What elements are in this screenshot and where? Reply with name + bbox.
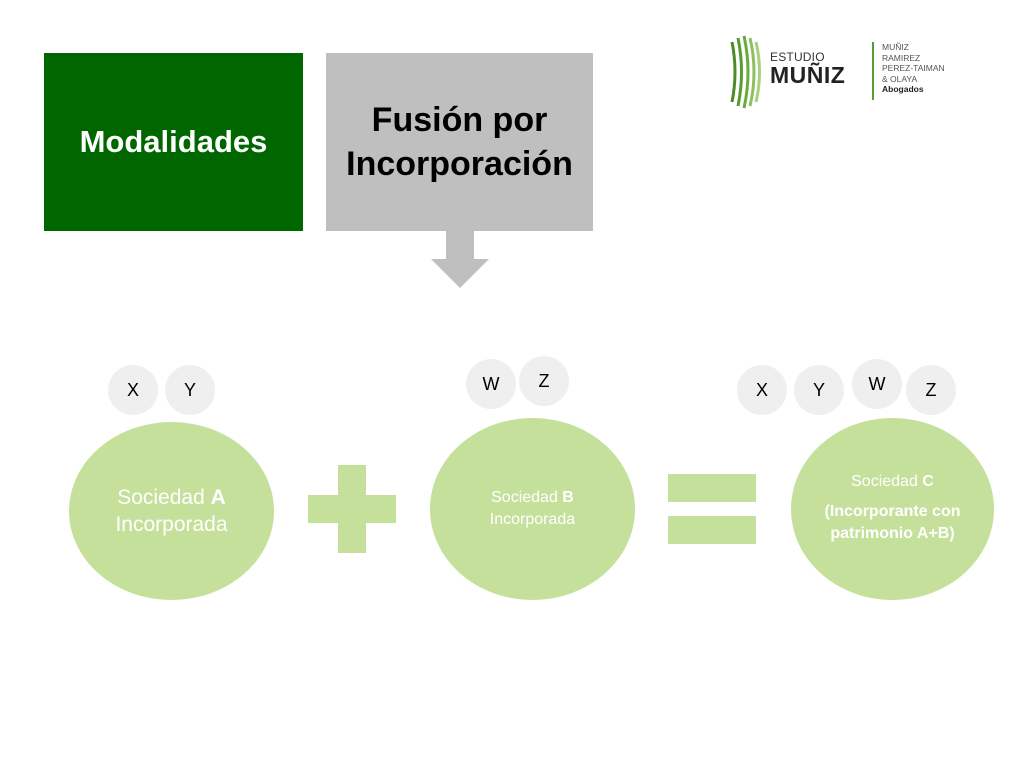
logo-firm-abogados: Abogados	[882, 84, 924, 95]
token-circle-c-x: X	[737, 365, 787, 415]
company-b-prefix: Sociedad	[491, 489, 563, 507]
company-c-letter: C	[922, 472, 934, 490]
fusion-title-box: Fusión por Incorporación	[326, 53, 593, 231]
company-c-detail: (Incorporante con patrimonio A+B)	[824, 502, 961, 542]
company-b-name: Sociedad B	[491, 487, 574, 509]
company-c-circle: Sociedad C (Incorporante con patrimonio …	[791, 418, 994, 600]
fusion-title-line1: Fusión por	[371, 100, 548, 139]
token-circle-b-z: Z	[519, 356, 569, 406]
logo-firm-line: RAMIREZ	[882, 52, 921, 63]
logo-bars-icon	[730, 35, 761, 109]
logo-estudio-text: ESTUDIO	[770, 50, 825, 64]
token-circle-a-y: Y	[165, 365, 215, 415]
modalidades-label: Modalidades	[79, 124, 268, 159]
company-a-prefix: Sociedad	[117, 485, 211, 509]
token-circle-a-x: X	[108, 365, 158, 415]
token-circle-c-z: Z	[906, 365, 956, 415]
company-a-name: Sociedad A	[117, 484, 226, 511]
token-circle-b-w: W	[466, 359, 516, 409]
company-a-circle: Sociedad A Incorporada	[69, 422, 274, 600]
logo-muniz-text: MUÑIZ	[770, 62, 846, 88]
down-arrow-icon	[431, 231, 489, 288]
token-circle-c-y: Y	[794, 365, 844, 415]
plus-icon	[308, 465, 396, 553]
modalidades-box: Modalidades	[44, 53, 303, 231]
logo-firm-names: MUÑIZ RAMIREZ PEREZ-TAIMAN & OLAYA Aboga…	[882, 42, 945, 95]
company-a-role: Incorporada	[115, 513, 228, 536]
logo-firm-line: & OLAYA	[882, 73, 918, 84]
equals-icon	[668, 474, 756, 544]
logo-firm-line: PEREZ-TAIMAN	[882, 63, 945, 74]
company-c-prefix: Sociedad	[851, 472, 923, 490]
company-b-letter: B	[562, 489, 574, 507]
company-b-circle: Sociedad B Incorporada	[430, 418, 635, 600]
token-circle-c-w: W	[852, 359, 902, 409]
company-b-role: Incorporada	[489, 511, 576, 528]
logo-firm-line: MUÑIZ	[882, 42, 909, 52]
fusion-title-line2: Incorporación	[346, 145, 573, 183]
logo-divider	[872, 42, 874, 100]
company-c-name: Sociedad C	[851, 473, 934, 491]
estudio-muniz-logo: ESTUDIO MUÑIZ MUÑIZ RAMIREZ PEREZ-TAIMAN…	[728, 34, 968, 110]
company-a-letter: A	[210, 485, 226, 509]
